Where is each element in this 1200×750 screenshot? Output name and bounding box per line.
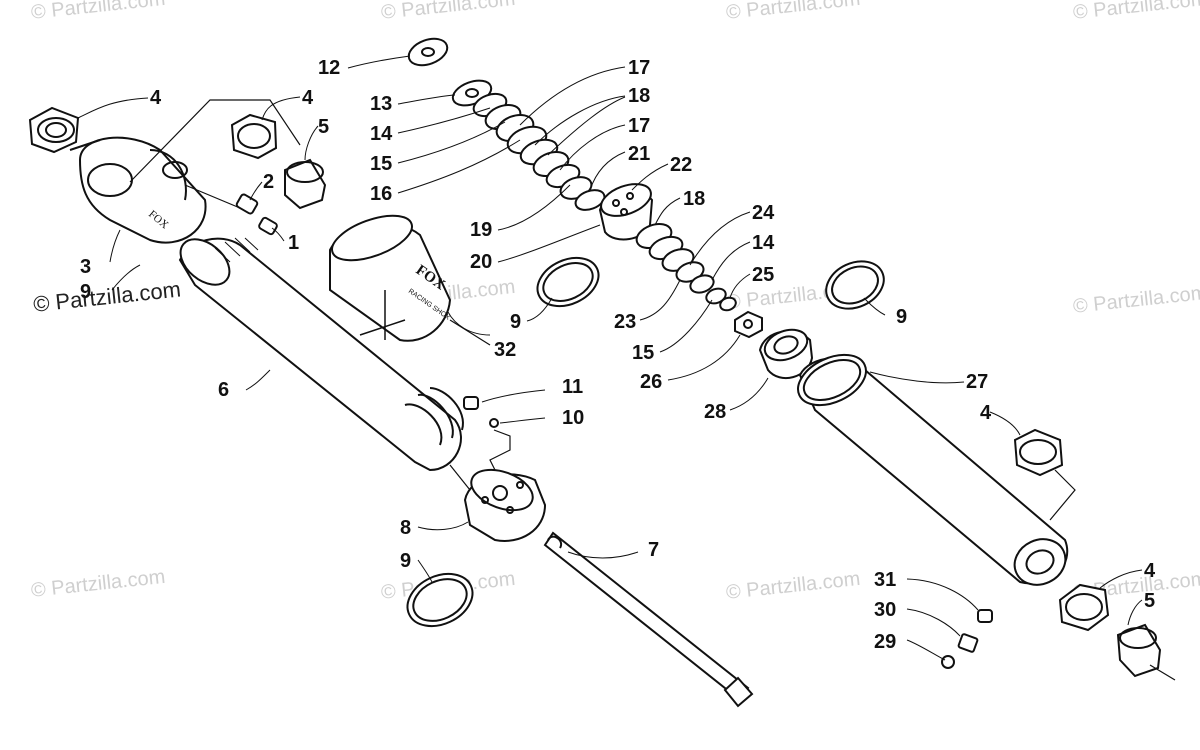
callout-12: 12 bbox=[318, 57, 341, 79]
callout-17: 17 bbox=[628, 57, 651, 79]
callout-5: 5 bbox=[1144, 590, 1156, 612]
callout-5: 5 bbox=[318, 116, 330, 138]
callout-11: 11 bbox=[562, 376, 584, 398]
callout-9: 9 bbox=[400, 550, 412, 572]
shim-stack-lower[interactable] bbox=[633, 220, 737, 313]
callout-27: 27 bbox=[966, 371, 989, 393]
shaft-7[interactable] bbox=[543, 531, 754, 708]
callout-25: 25 bbox=[752, 264, 775, 286]
plug-11[interactable] bbox=[463, 396, 479, 410]
valve-2[interactable] bbox=[235, 193, 259, 215]
callout-21: 21 bbox=[628, 143, 651, 165]
valve-1[interactable] bbox=[258, 216, 278, 236]
callout-32: 32 bbox=[494, 339, 517, 361]
sleeve-5-top[interactable] bbox=[284, 158, 327, 210]
callout-4: 4 bbox=[980, 402, 992, 424]
callout-20: 20 bbox=[470, 251, 493, 273]
ring-9-lower[interactable] bbox=[399, 564, 481, 636]
ring-9-right[interactable] bbox=[819, 252, 892, 317]
callout-24: 24 bbox=[752, 202, 775, 224]
callout-3: 3 bbox=[80, 256, 92, 278]
callout-10: 10 bbox=[562, 407, 585, 429]
callout-9: 9 bbox=[80, 281, 92, 303]
callout-1: 1 bbox=[288, 232, 300, 254]
bearing-cap-8[interactable] bbox=[463, 462, 547, 542]
washer-12[interactable] bbox=[405, 34, 451, 70]
bushing-4-right-lower[interactable] bbox=[1058, 583, 1110, 632]
ring-9-center[interactable] bbox=[530, 249, 607, 316]
ball-29[interactable] bbox=[941, 655, 955, 669]
bushing-4-right-upper[interactable] bbox=[1013, 428, 1064, 477]
callout-7: 7 bbox=[648, 539, 660, 561]
callout-4: 4 bbox=[1144, 560, 1156, 582]
bushing-4-left[interactable] bbox=[28, 106, 80, 154]
callout-23: 23 bbox=[614, 311, 637, 333]
callout-28: 28 bbox=[704, 401, 727, 423]
shock-body-6[interactable] bbox=[172, 230, 464, 472]
piston-22[interactable] bbox=[597, 178, 655, 241]
callout-9: 9 bbox=[896, 306, 908, 328]
callout-15: 15 bbox=[632, 342, 655, 364]
callout-8: 8 bbox=[400, 517, 412, 539]
callout-18: 18 bbox=[628, 85, 651, 107]
callout-19: 19 bbox=[470, 219, 493, 241]
callout-4: 4 bbox=[150, 87, 162, 109]
shim-stack[interactable] bbox=[449, 76, 607, 214]
bushing-4-mid[interactable] bbox=[230, 113, 278, 160]
callout-29: 29 bbox=[874, 631, 897, 653]
callout-18: 18 bbox=[683, 188, 706, 210]
callout-31: 31 bbox=[874, 569, 897, 591]
ball-10[interactable] bbox=[489, 418, 499, 428]
callout-2: 2 bbox=[263, 171, 275, 193]
callout-4: 4 bbox=[302, 87, 314, 109]
nut-26[interactable] bbox=[734, 310, 763, 339]
callout-22: 22 bbox=[670, 154, 693, 176]
reservoir-27[interactable] bbox=[790, 345, 1073, 593]
sleeve-5-bottom[interactable] bbox=[1116, 623, 1162, 678]
callout-14: 14 bbox=[752, 232, 775, 254]
shock-eyelet-3[interactable]: FOX bbox=[78, 136, 207, 244]
screw-30[interactable] bbox=[957, 633, 979, 653]
bearing-28[interactable] bbox=[758, 324, 814, 379]
leader-lines bbox=[77, 55, 1143, 661]
reservoir-cover-32[interactable]: FOX RACING SHOX bbox=[326, 207, 451, 342]
callout-16: 16 bbox=[370, 183, 393, 205]
callout-9: 9 bbox=[510, 311, 522, 333]
callout-15: 15 bbox=[370, 153, 393, 175]
callout-14: 14 bbox=[370, 123, 393, 145]
callout-30: 30 bbox=[874, 599, 897, 621]
plug-31[interactable] bbox=[977, 609, 993, 623]
callout-13: 13 bbox=[370, 93, 393, 115]
callout-26: 26 bbox=[640, 371, 663, 393]
callout-6: 6 bbox=[218, 379, 230, 401]
callout-17: 17 bbox=[628, 115, 651, 137]
